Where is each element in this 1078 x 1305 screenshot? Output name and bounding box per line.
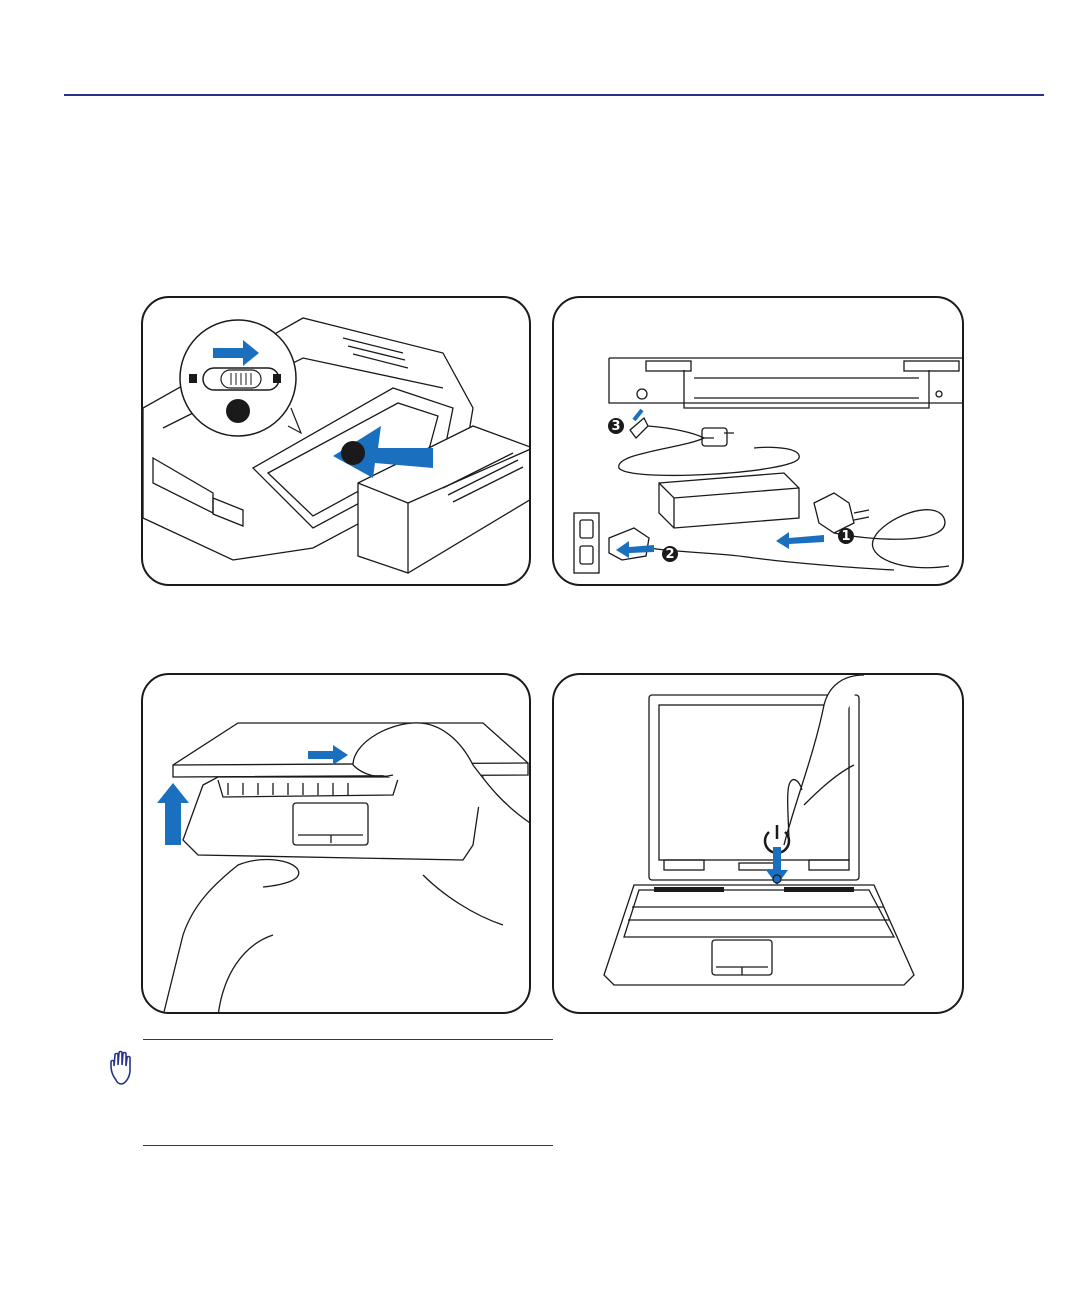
power-adapter-illustration: 3 1 2 bbox=[554, 298, 964, 586]
step-marker-2-label: 2 bbox=[665, 547, 674, 562]
figure-open-lid bbox=[141, 673, 531, 1014]
laptop-base bbox=[604, 885, 914, 985]
keyboard bbox=[624, 890, 894, 937]
dc-plug bbox=[630, 418, 648, 438]
caution-hand-icon bbox=[108, 1050, 138, 1086]
step-marker-b bbox=[341, 441, 365, 465]
note-rule-bottom bbox=[143, 1145, 553, 1146]
power-on-illustration bbox=[554, 675, 964, 1014]
adapter-brick bbox=[659, 473, 799, 528]
battery-illustration bbox=[143, 298, 531, 586]
ac-cord-plug bbox=[814, 493, 854, 533]
figure-power-on bbox=[552, 673, 964, 1014]
note-rule-top bbox=[143, 1039, 553, 1040]
arrow-1 bbox=[776, 532, 824, 549]
step-marker-a bbox=[226, 399, 250, 423]
left-hand bbox=[163, 860, 299, 1014]
press-arrow bbox=[766, 847, 788, 885]
arrow-3 bbox=[634, 410, 642, 420]
unlock-icon bbox=[273, 374, 281, 383]
figure-connect-power: 3 1 2 bbox=[552, 296, 964, 586]
ferrite-core bbox=[702, 428, 727, 446]
step-marker-1-label: 1 bbox=[841, 529, 850, 544]
hand bbox=[784, 675, 864, 845]
dc-in-port bbox=[637, 389, 647, 399]
lock-icon bbox=[189, 374, 197, 383]
step-marker-3-label: 3 bbox=[611, 419, 620, 434]
header-rule bbox=[64, 94, 1044, 96]
figure-install-battery bbox=[141, 296, 531, 586]
laptop-rear bbox=[609, 358, 964, 403]
open-lid-illustration bbox=[143, 675, 531, 1014]
